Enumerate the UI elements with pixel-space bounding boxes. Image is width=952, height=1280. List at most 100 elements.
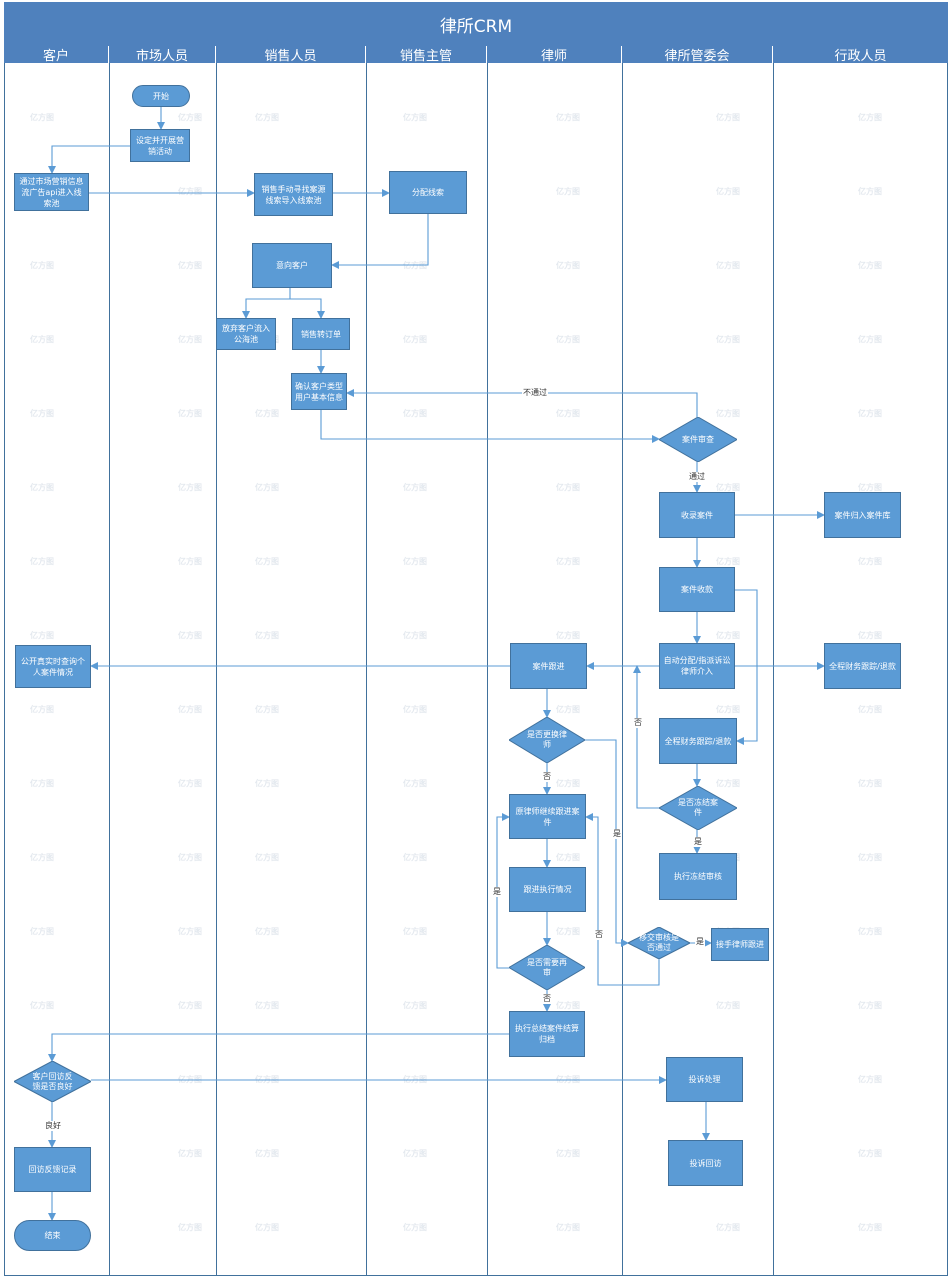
watermark-text: 亿方图 — [403, 853, 427, 862]
edge-label-yes: 是 — [693, 837, 703, 847]
finance-admin-node: 全程财务跟踪/退款 — [824, 643, 901, 689]
case-review-decision: 案件审查 — [659, 417, 737, 462]
edge-label-good: 良好 — [44, 1121, 62, 1131]
watermark-text: 亿方图 — [556, 187, 580, 196]
watermark-text: 亿方图 — [716, 557, 740, 566]
watermark-text: 亿方图 — [556, 779, 580, 788]
lane-header-marketing: 市场人员 — [109, 46, 216, 64]
watermark-text: 亿方图 — [858, 927, 882, 936]
watermark-text: 亿方图 — [403, 1223, 427, 1232]
watermark-text: 亿方图 — [716, 261, 740, 270]
watermark-text: 亿方图 — [556, 1223, 580, 1232]
customer-leads-node: 通过市场营销信息流广告api进入线索池 — [14, 173, 89, 211]
watermark-text: 亿方图 — [30, 409, 54, 418]
watermark-text: 亿方图 — [556, 261, 580, 270]
watermark-text: 亿方图 — [403, 779, 427, 788]
edge-label-no: 否 — [633, 718, 643, 728]
freeze-decision: 是否冻结案件 — [659, 786, 737, 830]
watermark-text: 亿方图 — [858, 1223, 882, 1232]
case-review-label: 案件审查 — [681, 434, 714, 444]
case-fee-node: 案件收款 — [659, 567, 735, 612]
watermark-text: 亿方图 — [556, 113, 580, 122]
settle-node: 执行总结案件结算归档 — [509, 1011, 585, 1057]
watermark-text: 亿方图 — [178, 113, 202, 122]
edge-label-no: 否 — [594, 930, 604, 940]
edge-transfer-orig — [585, 813, 660, 986]
watermark-text: 亿方图 — [403, 1149, 427, 1158]
watermark-text: 亿方图 — [716, 779, 740, 788]
edge-review-confirm — [346, 389, 698, 417]
watermark-text: 亿方图 — [178, 335, 202, 344]
lane-divider — [366, 63, 367, 1276]
watermark-text: 亿方图 — [858, 409, 882, 418]
edge-prospect-abandon — [242, 288, 291, 319]
watermark-text: 亿方图 — [556, 1149, 580, 1158]
edge-change-transfer — [585, 739, 629, 947]
watermark-text: 亿方图 — [403, 409, 427, 418]
watermark-text: 亿方图 — [858, 705, 882, 714]
watermark-text: 亿方图 — [716, 1223, 740, 1232]
watermark-text: 亿方图 — [858, 113, 882, 122]
lane-header-sales-manager: 销售主管 — [366, 46, 487, 64]
watermark-text: 亿方图 — [716, 113, 740, 122]
watermark-text: 亿方图 — [858, 1149, 882, 1158]
complaint-node: 投诉处理 — [666, 1057, 743, 1102]
watermark-text: 亿方图 — [30, 483, 54, 492]
watermark-text: 亿方图 — [556, 927, 580, 936]
watermark-text: 亿方图 — [716, 409, 740, 418]
confirm-info-node: 确认客户类型用户基本信息 — [291, 373, 347, 410]
watermark-text: 亿方图 — [403, 631, 427, 640]
feedback-label: 客户回访反馈是否良好 — [32, 1071, 73, 1091]
watermark-text: 亿方图 — [556, 409, 580, 418]
lane-divider — [109, 63, 110, 1276]
watermark-text: 亿方图 — [178, 557, 202, 566]
lane-header-admin: 行政人员 — [773, 46, 948, 64]
watermark-text: 亿方图 — [403, 113, 427, 122]
end-node: 结束 — [14, 1220, 91, 1251]
watermark-text: 亿方图 — [858, 557, 882, 566]
watermark-text: 亿方图 — [255, 927, 279, 936]
watermark-text: 亿方图 — [30, 113, 54, 122]
watermark-text: 亿方图 — [30, 335, 54, 344]
takeover-node: 接手律师跟进 — [711, 928, 769, 961]
watermark-text: 亿方图 — [403, 335, 427, 344]
edge-freeze-assign — [633, 665, 659, 809]
watermark-text: 亿方图 — [556, 483, 580, 492]
lane-divider — [216, 63, 217, 1276]
watermark-text: 亿方图 — [178, 779, 202, 788]
watermark-text: 亿方图 — [178, 1149, 202, 1158]
watermark-text: 亿方图 — [716, 631, 740, 640]
edge-label-no: 否 — [542, 772, 552, 782]
watermark-text: 亿方图 — [255, 483, 279, 492]
finance-committee-node: 全程财务跟踪/退款 — [659, 718, 737, 764]
edge-label-yes: 是 — [612, 829, 622, 839]
edge-label-yes: 是 — [492, 887, 502, 897]
watermark-text: 亿方图 — [178, 631, 202, 640]
edge-label-pass: 通过 — [688, 472, 706, 482]
retrial-decision: 是否需要再审 — [509, 945, 585, 990]
watermark-text: 亿方图 — [403, 1001, 427, 1010]
edge-label-not-pass: 不通过 — [522, 388, 548, 398]
watermark-text: 亿方图 — [858, 261, 882, 270]
watermark-text: 亿方图 — [178, 853, 202, 862]
to-order-node: 销售转订单 — [292, 318, 350, 350]
watermark-text: 亿方图 — [716, 1001, 740, 1010]
feedback-decision: 客户回访反馈是否良好 — [14, 1061, 91, 1102]
watermark-text: 亿方图 — [255, 1149, 279, 1158]
watermark-text: 亿方图 — [556, 705, 580, 714]
orig-lawyer-node: 原律师继续跟进案件 — [509, 794, 586, 839]
watermark-text: 亿方图 — [30, 927, 54, 936]
follow-exec-node: 跟进执行情况 — [509, 867, 586, 912]
lane-divider — [487, 63, 488, 1276]
lane-header-committee: 律所管委会 — [622, 46, 773, 64]
watermark-text: 亿方图 — [30, 1001, 54, 1010]
watermark-text: 亿方图 — [858, 187, 882, 196]
watermark-text: 亿方图 — [403, 557, 427, 566]
sales-leads-node: 销售手动寻找案源线索导入线索池 — [254, 173, 333, 216]
retrial-label: 是否需要再审 — [527, 957, 567, 977]
watermark-text: 亿方图 — [858, 335, 882, 344]
watermark-text: 亿方图 — [716, 483, 740, 492]
watermark-text: 亿方图 — [403, 483, 427, 492]
complaint-visit-node: 投诉回访 — [668, 1140, 743, 1186]
watermark-text: 亿方图 — [30, 779, 54, 788]
